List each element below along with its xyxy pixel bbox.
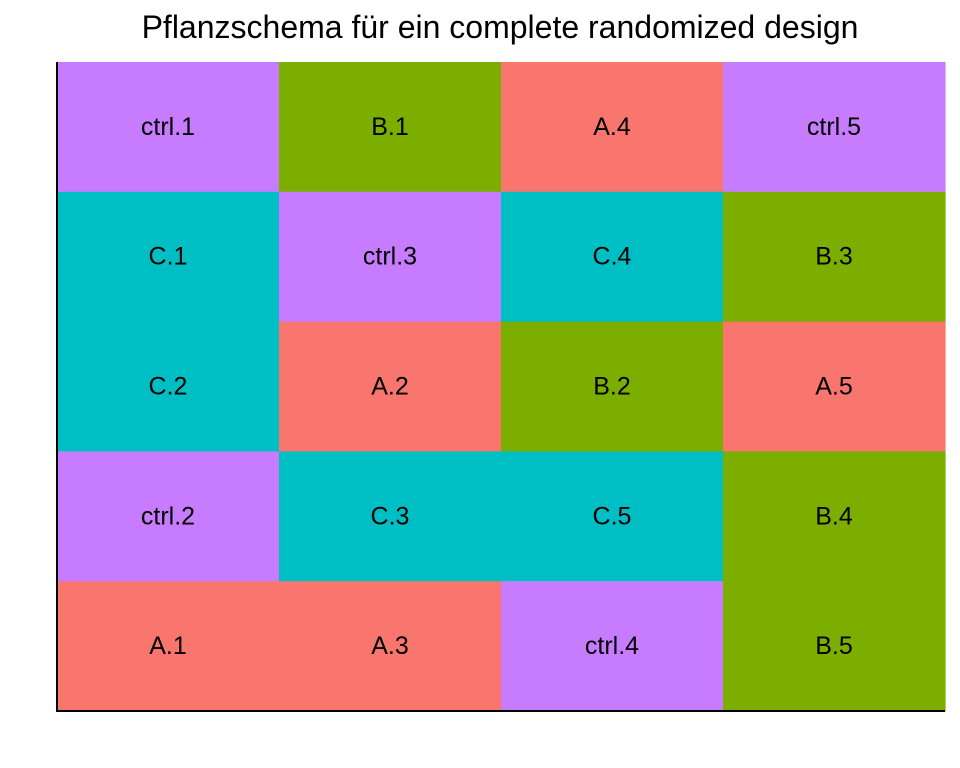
plot-cell xyxy=(501,191,724,323)
plot-cell xyxy=(279,191,502,323)
plot-cell xyxy=(723,451,946,582)
plot-cell xyxy=(57,321,280,452)
cell-label: B.4 xyxy=(815,502,853,530)
cells-layer xyxy=(57,62,946,712)
cell-label: C.3 xyxy=(371,502,410,530)
cell-label: B.1 xyxy=(371,113,409,141)
plot-cell xyxy=(501,321,724,452)
cell-label: A.1 xyxy=(149,632,187,660)
cell-label: B.2 xyxy=(593,373,631,401)
cell-label: B.3 xyxy=(815,243,853,271)
cell-label: A.5 xyxy=(815,373,853,401)
plot-cell xyxy=(723,321,946,452)
cell-label: ctrl.2 xyxy=(141,502,195,530)
plot-cell xyxy=(279,62,502,193)
cell-label: ctrl.3 xyxy=(363,243,417,271)
plot-cell xyxy=(279,581,502,712)
plot-cell xyxy=(57,62,280,193)
plot-cell xyxy=(723,62,946,193)
cell-label: ctrl.4 xyxy=(585,632,639,660)
plot-cell xyxy=(57,581,280,712)
cell-label: B.5 xyxy=(815,632,853,660)
plot-cell xyxy=(501,451,724,582)
plot-cell xyxy=(279,451,502,582)
plot-cell xyxy=(279,321,502,452)
plot-cell xyxy=(723,191,946,323)
plot-cell xyxy=(57,191,280,323)
cell-label: C.4 xyxy=(593,243,632,271)
cell-label: ctrl.5 xyxy=(807,113,861,141)
cell-label: A.3 xyxy=(371,632,409,660)
plot-cell xyxy=(501,62,724,193)
plot-cell xyxy=(723,581,946,712)
chart-title: Pflanzschema für ein complete randomized… xyxy=(142,9,859,45)
cell-label: C.1 xyxy=(149,243,188,271)
cell-label: A.4 xyxy=(593,113,631,141)
plot-cell xyxy=(501,581,724,712)
cell-label: C.5 xyxy=(593,502,632,530)
cell-label: A.2 xyxy=(371,373,409,401)
cell-label: ctrl.1 xyxy=(141,113,195,141)
plot-cell xyxy=(57,451,280,582)
cell-label: C.2 xyxy=(149,373,188,401)
